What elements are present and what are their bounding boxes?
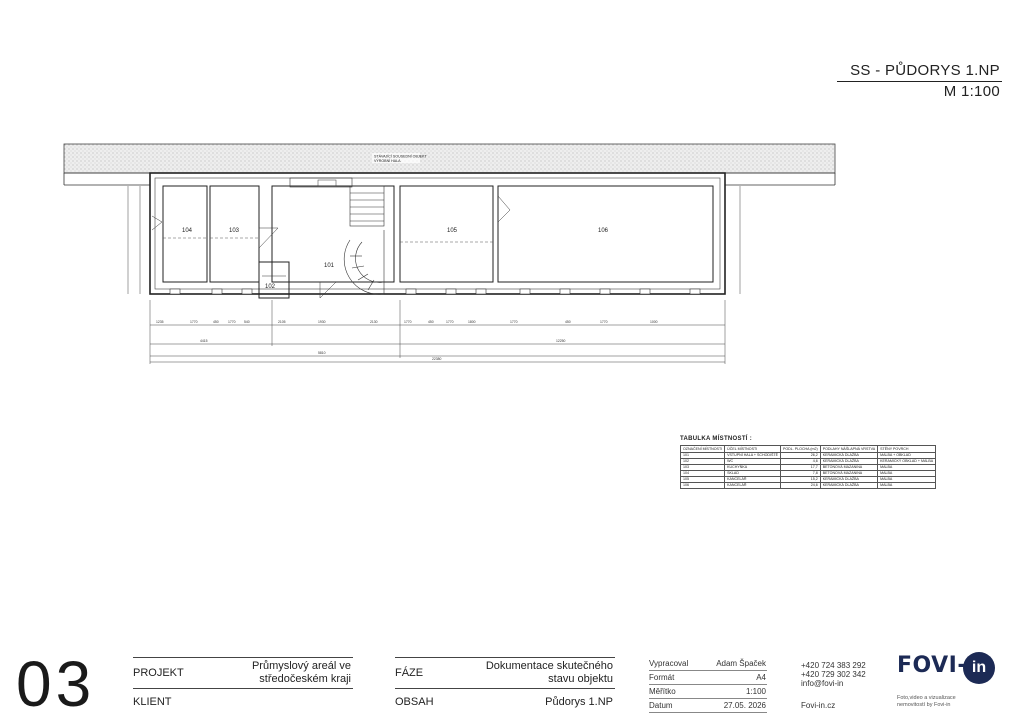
dim-label: 1000 — [650, 320, 658, 324]
rule — [395, 657, 615, 658]
faze-value-2: stavu objektu — [548, 673, 613, 685]
room-table-cell: KANCELÁŘ — [724, 482, 781, 489]
obsah-label: OBSAH — [395, 696, 434, 708]
meta-label: Měřítko — [649, 687, 676, 696]
room-number-104: 104 — [182, 228, 193, 234]
neighbour-note-1: STÁVAJÍCÍ SOUSEDNÍ OBJEKT — [374, 155, 427, 159]
room-102-outline — [258, 261, 290, 299]
door-swings — [151, 195, 511, 299]
projekt-value-2: středočeském kraji — [259, 673, 351, 685]
room-number-105: 105 — [447, 228, 458, 234]
dim-label: 1930 — [318, 320, 326, 324]
room-table-header: ÚČEL MÍSTNOSTI — [724, 445, 781, 453]
dim-label: 450 — [213, 320, 219, 324]
rule — [649, 698, 767, 699]
room-table-header: STĚNY POVRCH — [877, 445, 937, 453]
dim-label: 2130 — [370, 320, 378, 324]
meta-value: 1:100 — [745, 687, 766, 696]
phone-1: +420 724 383 292 — [801, 661, 866, 670]
room-table-grid: OZNAČENÍ MÍSTNOSTI ÚČEL MÍSTNOSTI PODL. … — [679, 445, 937, 489]
sheet-title-text: SS - PŮDORYS 1.NP — [850, 62, 1000, 79]
neighbour-note-2: VÝROBNÍ HALA — [374, 159, 401, 163]
room-table-cell: MALBA — [877, 482, 937, 489]
room-104-outline — [162, 185, 208, 283]
room-table-header: PODL. PLOCHA (m2) — [779, 445, 821, 453]
floor-plan: STÁVAJÍCÍ SOUSEDNÍ OBJEKT VÝROBNÍ HALA — [63, 143, 836, 364]
room-103-outline — [209, 185, 260, 283]
projekt-value-1: Průmyslový areál ve — [251, 660, 351, 672]
room-table-cell: VSTUPNÍ HALA + SCHODIŠTĚ — [724, 452, 781, 459]
rule — [649, 684, 767, 685]
meta-value: Adam Špaček — [716, 659, 766, 668]
room-table-title: TABULKA MÍSTNOSTÍ : — [680, 436, 753, 442]
dim-label: 1770 — [190, 320, 198, 324]
website: Fovi-in.cz — [801, 701, 836, 710]
phone-2: +420 729 302 342 — [801, 670, 866, 679]
room-number-103: 103 — [229, 228, 240, 234]
staircase — [343, 185, 385, 295]
neighbour-building — [63, 143, 836, 174]
dim-label: 1235 — [156, 320, 164, 324]
dim-label: 1770 — [404, 320, 412, 324]
projekt-label: PROJEKT — [133, 667, 184, 679]
sheet-scale: M 1:100 — [943, 83, 1000, 100]
room-table-cell: KERAMICKÝ OBKLAD + MALBA — [877, 458, 937, 465]
dim-label: 1770 — [446, 320, 454, 324]
logo-sub-line-1: Foto,video a vizualizace — [897, 695, 956, 701]
logo-text: FOVI- — [897, 653, 967, 679]
rule — [395, 688, 615, 689]
dim-label: 1770 — [510, 320, 518, 324]
windows — [169, 288, 701, 295]
dim-label-right: 12250 — [556, 339, 566, 343]
obsah-value: Půdorys 1.NP — [545, 696, 613, 708]
fovi-logo: FOVI-in — [897, 652, 995, 684]
room-table-cell: KERAMICKÁ DLAŽBA — [819, 482, 879, 489]
title-block: 03 PROJEKT Průmyslový areál ve středočes… — [0, 640, 1024, 724]
rule — [649, 712, 767, 713]
logo-sub-line-2: nemovitostí by Fovi-in — [897, 701, 951, 708]
rule — [649, 670, 767, 671]
dim-label: 1800 — [468, 320, 476, 324]
dim-label-left: 4415 — [200, 339, 208, 343]
dim-label: 450 — [428, 320, 434, 324]
faze-label: FÁZE — [395, 667, 424, 679]
dimension-labels-row1: 1235 1770 450 1770 540 2105 1930 2130 1770 450 177… — [156, 320, 658, 324]
room-105-outline — [399, 185, 494, 283]
rule — [133, 688, 353, 689]
room-table: TABULKA MÍSTNOSTÍ : OZNAČENÍ MÍSTNOSTI Ú… — [679, 436, 937, 489]
dim-label: 2105 — [278, 320, 286, 324]
room-number-106: 106 — [598, 228, 609, 234]
dim-label: 450 — [565, 320, 571, 324]
rule — [133, 657, 353, 658]
email: info@fovi-in — [801, 679, 844, 688]
title-rule — [837, 81, 1002, 82]
logo-badge: in — [962, 652, 995, 684]
sheet-number: 03 — [16, 648, 96, 720]
dim-label-middle: 5810 — [318, 351, 326, 355]
outer-wall — [149, 172, 726, 295]
room-table-cell: 24,6 — [779, 482, 821, 489]
dim-label: 1770 — [228, 320, 236, 324]
dim-label: 540 — [244, 320, 250, 324]
room-table-header: OZNAČENÍ MÍSTNOSTI — [679, 445, 726, 453]
meta-value: A4 — [756, 673, 766, 682]
sheet-title: SS - PŮDORYS 1.NP M 1:100 — [837, 62, 1002, 100]
meta-value: 27.05. 2026 — [723, 701, 766, 710]
room-106-outline — [497, 185, 714, 283]
meta-label: Vypracoval — [649, 659, 689, 668]
room-number-102: 102 — [265, 284, 276, 290]
dim-label: 1770 — [600, 320, 608, 324]
room-table-cell: 106 — [679, 482, 726, 489]
meta-label: Formát — [649, 673, 675, 682]
dim-label-total: 22380 — [432, 357, 442, 361]
faze-value-1: Dokumentace skutečného — [485, 660, 613, 672]
klient-label: KLIENT — [133, 696, 172, 708]
room-table-header: PODLAHY NÁŠLAPNÁ VRSTVA — [819, 445, 879, 453]
dimension-lines — [127, 186, 741, 364]
logo-subtitle: Foto,video a vizualizace nemovitostí by … — [897, 695, 977, 708]
room-number-101: 101 — [324, 263, 335, 269]
meta-label: Datum — [649, 701, 673, 710]
